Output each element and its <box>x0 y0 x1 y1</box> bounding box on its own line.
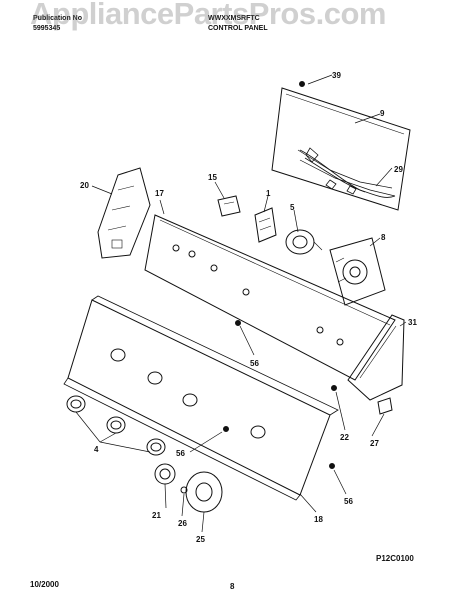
callout-17: 17 <box>155 189 164 198</box>
callout-22: 22 <box>340 433 349 442</box>
switch-part <box>217 195 241 217</box>
publication-label: Publication No <box>33 15 82 22</box>
figure-code: P12C0100 <box>376 554 414 563</box>
back-cover <box>271 81 411 211</box>
callout-39: 39 <box>332 71 341 80</box>
front-panel <box>63 295 339 501</box>
callout-5: 5 <box>290 203 295 212</box>
watermark: AppliancePartsPros.com <box>30 0 386 31</box>
callout-8: 8 <box>381 233 386 242</box>
knobs <box>66 395 166 456</box>
callout-31: 31 <box>408 318 417 327</box>
footer-date: 10/2000 <box>30 580 59 589</box>
callout-20: 20 <box>80 181 89 190</box>
callout-27: 27 <box>370 439 379 448</box>
section-title: CONTROL PANEL <box>208 25 268 32</box>
timer-knob <box>154 463 176 485</box>
clip-part <box>377 397 393 415</box>
callout-4: 4 <box>94 445 99 454</box>
side-bracket <box>97 167 151 259</box>
wire-harness <box>299 147 396 198</box>
callout-1: 1 <box>266 189 271 198</box>
callout-21: 21 <box>152 511 161 520</box>
screws <box>223 320 337 469</box>
callout-56-lower: 56 <box>344 497 353 506</box>
callout-15: 15 <box>208 173 217 182</box>
footer-page: 8 <box>230 582 235 591</box>
model-number: WWXXMSRFTC <box>208 15 260 22</box>
end-cap <box>347 314 405 401</box>
callout-26: 26 <box>178 519 187 528</box>
spring-clip <box>180 486 188 494</box>
rotary-switch <box>285 229 323 255</box>
dial <box>185 471 223 513</box>
publication-number: 5995345 <box>33 25 61 32</box>
callout-56-upper: 56 <box>250 359 259 368</box>
selector-switch <box>254 207 277 243</box>
callout-29: 29 <box>394 165 403 174</box>
callout-18: 18 <box>314 515 323 524</box>
console-back <box>144 214 396 381</box>
callout-56-middle: 56 <box>176 449 185 458</box>
timer <box>329 237 386 306</box>
callout-9: 9 <box>380 109 385 118</box>
callout-25: 25 <box>196 535 205 544</box>
callout-labels: 39 9 29 20 17 15 1 5 8 31 56 4 22 27 56 … <box>80 71 417 544</box>
